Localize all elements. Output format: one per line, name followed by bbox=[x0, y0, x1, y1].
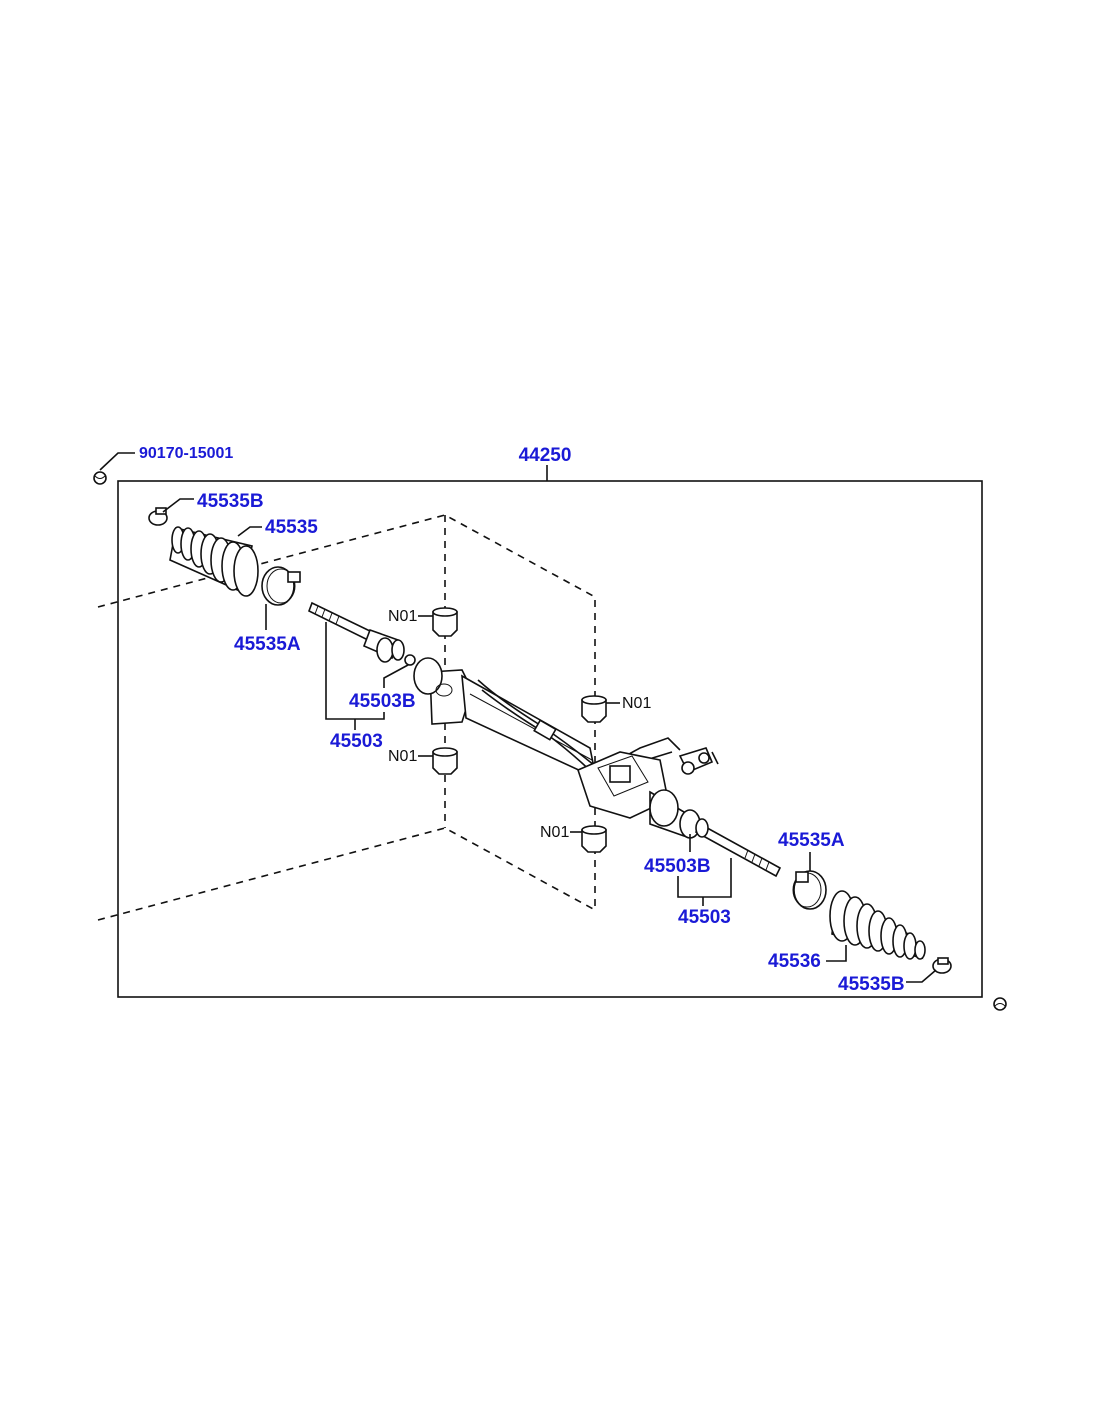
tie-rod-right-label[interactable]: 45503 bbox=[678, 907, 731, 928]
clamp-b-right-label[interactable]: 45535B bbox=[838, 974, 905, 995]
mount-n01-b-label[interactable]: N01 bbox=[622, 695, 651, 712]
boot-left-label[interactable]: 45535 bbox=[265, 517, 318, 538]
clamp-b-left-icon bbox=[148, 507, 168, 526]
clamp-a-left-icon bbox=[261, 566, 301, 606]
bolt-label[interactable]: 90170-15001 bbox=[139, 445, 233, 462]
bushing-b-left-label[interactable]: 45503B bbox=[349, 691, 416, 712]
bolt-icon-right bbox=[993, 997, 1007, 1011]
mount-n01-c-label[interactable]: N01 bbox=[388, 748, 417, 765]
mount-n01-a-label[interactable]: N01 bbox=[388, 608, 417, 625]
bushing-b-left-leader bbox=[383, 664, 409, 688]
boot-right-label[interactable]: 45536 bbox=[768, 951, 821, 972]
clamp-a-left-label[interactable]: 45535A bbox=[234, 634, 301, 655]
boot-left-icon bbox=[169, 526, 259, 597]
clamp-b-right-leader bbox=[906, 969, 937, 983]
boot-left-leader bbox=[237, 526, 262, 537]
assembly-frame bbox=[117, 480, 983, 998]
clamp-a-right-icon bbox=[792, 870, 827, 910]
mount-n01-d-icon bbox=[581, 825, 607, 853]
bolt-icon bbox=[93, 471, 107, 485]
clamp-b-left-label[interactable]: 45535B bbox=[197, 491, 264, 512]
rack-housing-icon bbox=[413, 657, 719, 839]
clamp-b-left-leader bbox=[162, 498, 194, 513]
tie-rod-right-icon bbox=[694, 818, 782, 878]
tie-rod-left-icon bbox=[307, 601, 416, 666]
mount-n01-d-label[interactable]: N01 bbox=[540, 824, 569, 841]
tie-rod-right-bracket bbox=[677, 858, 732, 898]
clamp-a-right-label[interactable]: 45535A bbox=[778, 830, 845, 851]
boot-right-icon bbox=[829, 890, 926, 960]
clamp-b-right-icon bbox=[932, 957, 952, 974]
bushing-b-right-label[interactable]: 45503B bbox=[644, 856, 711, 877]
bolt-leader bbox=[99, 452, 135, 471]
assembly-label[interactable]: 44250 bbox=[519, 445, 572, 466]
boot-right-leader bbox=[826, 945, 847, 962]
mount-n01-b-icon bbox=[581, 695, 607, 723]
tie-rod-left-label[interactable]: 45503 bbox=[330, 731, 383, 752]
mount-n01-a-icon bbox=[432, 607, 458, 637]
mount-n01-c-icon bbox=[432, 747, 458, 775]
